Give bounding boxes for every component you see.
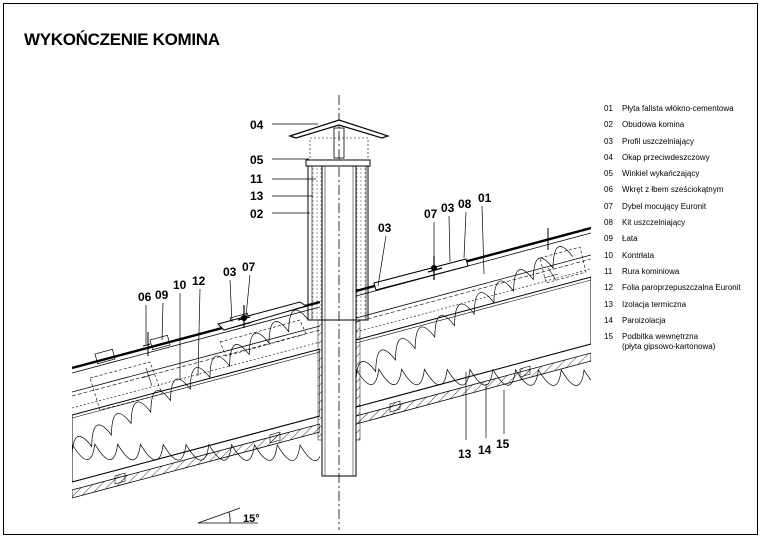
legend: 01 Płyta falista włókno-cementowa 02 Obudow… <box>604 101 754 353</box>
legend-text: Podbitka wewnętrzna <box>622 332 699 342</box>
legend-text: Okap przeciwdeszczowy <box>622 152 710 162</box>
legend-item: 11 Rura kominiowa <box>604 264 754 280</box>
legend-text: Winkiel wykańczający <box>622 169 700 179</box>
legend-number: 04 <box>604 152 613 162</box>
callout-15-bottom: 15 <box>496 437 510 451</box>
legend-item: 01 Płyta falista włókno-cementowa <box>604 101 754 117</box>
callout-05: 05 <box>250 153 264 167</box>
callout-13-bottom: 13 <box>458 447 472 461</box>
legend-text: Wkręt z łbem sześciokątnym <box>622 185 724 195</box>
legend-text: Izolacja termiczna <box>622 299 687 309</box>
legend-text: Kit uszczelniający <box>622 218 686 228</box>
legend-number: 15 <box>604 332 613 342</box>
chimney <box>288 119 390 477</box>
legend-item: 12 Folia paroprzepuszczalna Euronit <box>604 280 754 296</box>
callout-07-left: 07 <box>242 260 256 274</box>
legend-text: Łata <box>622 234 638 244</box>
right-flashing <box>373 258 469 291</box>
legend-number: 01 <box>604 104 613 113</box>
callout-09: 09 <box>155 288 169 302</box>
legend-text: Kontrłata <box>622 250 655 260</box>
left-roof-section <box>72 300 320 499</box>
legend-item: 10 Kontrłata <box>604 248 754 264</box>
right-roof-section <box>356 226 591 425</box>
drawing-title: WYKOŃCZENIE KOMINA <box>24 30 220 49</box>
legend-number: 05 <box>604 169 613 179</box>
legend-text: Folia paroprzepuszczalna Euronit <box>622 283 741 293</box>
legend-number: 06 <box>604 185 613 195</box>
legend-number: 10 <box>604 250 613 260</box>
legend-number: 07 <box>604 201 613 211</box>
angle-indicator <box>197 507 258 524</box>
leader-lines <box>145 123 505 440</box>
callout-01-right: 01 <box>478 191 492 205</box>
legend-number: 14 <box>604 315 613 325</box>
legend-number: 13 <box>604 299 613 309</box>
callout-03-right: 03 <box>441 201 455 215</box>
legend-extra-text: (płyta gipsowo-kartonowa) <box>622 342 716 352</box>
legend-text: Dybel mocujący Euronit <box>622 201 707 211</box>
callout-08-right: 08 <box>458 197 472 211</box>
legend-text: Profil uszczelniający <box>622 136 695 146</box>
callout-02: 02 <box>250 207 264 221</box>
callout-11: 11 <box>250 172 263 186</box>
legend-item: 15 Podbitka wewnętrzna <box>604 329 754 345</box>
legend-text: Obudowa komina <box>622 120 685 130</box>
callout-06: 06 <box>138 290 152 304</box>
legend-text: Rura kominiowa <box>622 266 680 276</box>
legend-number: 03 <box>604 136 613 146</box>
angle-label: 15° <box>243 513 260 525</box>
legend-number: 11 <box>604 266 613 276</box>
legend-item: 09 Łata <box>604 231 754 247</box>
legend-number: 02 <box>604 120 613 130</box>
callout-13: 13 <box>250 189 264 203</box>
legend-item: 13 Izolacja termiczna <box>604 297 754 313</box>
callout-12: 12 <box>192 274 206 288</box>
legend-item: 05 Winkiel wykańczający <box>604 166 754 182</box>
drawing-frame <box>3 3 758 535</box>
legend-number: 08 <box>604 218 613 228</box>
legend-item: 06 Wkręt z łbem sześciokątnym <box>604 182 754 198</box>
legend-item: 02 Obudowa komina <box>604 117 754 133</box>
callout-04: 04 <box>250 118 264 132</box>
legend-item: 03 Profil uszczelniający <box>604 134 754 150</box>
legend-item: 04 Okap przeciwdeszczowy <box>604 150 754 166</box>
legend-number: 09 <box>604 234 613 244</box>
legend-text: Płyta falista włókno-cementowa <box>622 104 734 113</box>
callout-10: 10 <box>173 278 187 292</box>
legend-item: 07 Dybel mocujący Euronit <box>604 199 754 215</box>
legend-text: Paroizolacja <box>622 315 666 325</box>
left-flashing <box>217 301 308 331</box>
legend-item: 14 Paroizolacja <box>604 313 754 329</box>
callout-03-left: 03 <box>223 265 237 279</box>
callout-07-right: 07 <box>424 207 438 221</box>
legend-item: 08 Kit uszczelniający <box>604 215 754 231</box>
callout-03-mid: 03 <box>378 221 392 235</box>
legend-number: 12 <box>604 283 613 293</box>
callout-14-bottom: 14 <box>478 443 492 457</box>
